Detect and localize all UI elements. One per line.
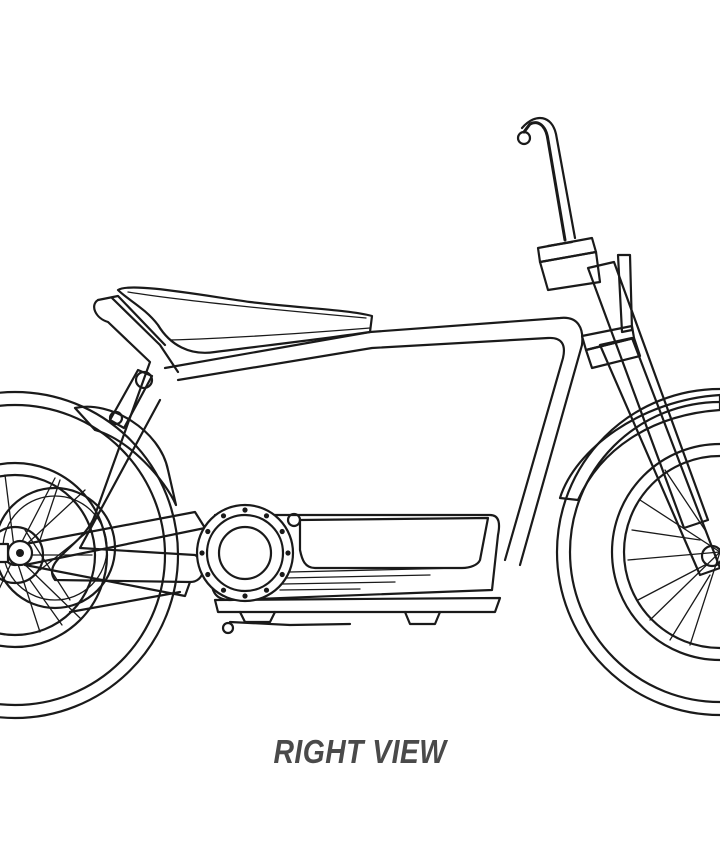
motor-bolt (205, 571, 211, 578)
electric-motor (195, 503, 295, 603)
motor-bolt (263, 587, 270, 593)
battery-pack (210, 512, 502, 635)
handlebar (522, 121, 567, 242)
motor-bolt (220, 587, 227, 593)
motor-bolt (220, 513, 227, 519)
front-wheel-spokes (627, 469, 720, 646)
battery-cooling-fins (279, 567, 461, 591)
motor-bolt (263, 513, 270, 519)
handlebar-outer (520, 117, 577, 248)
view-caption: RIGHT VIEW (273, 733, 447, 770)
motor-bolt (279, 571, 285, 578)
motor-bolt (205, 528, 211, 535)
front-fork (536, 236, 720, 577)
motor-bolt (199, 550, 205, 556)
motor-bolt (285, 550, 291, 556)
rear-fender (73, 405, 178, 507)
handlebar-grip-end (516, 130, 532, 146)
rear-axle-hub (0, 539, 34, 567)
motor-bolt (242, 593, 248, 599)
main-frame (18, 294, 584, 614)
front-wheel (555, 387, 720, 717)
front-fender (558, 393, 720, 502)
motor-bolt (242, 507, 248, 513)
seat (116, 286, 374, 354)
motor-bolts (199, 507, 291, 599)
motor-bolt (279, 528, 285, 535)
